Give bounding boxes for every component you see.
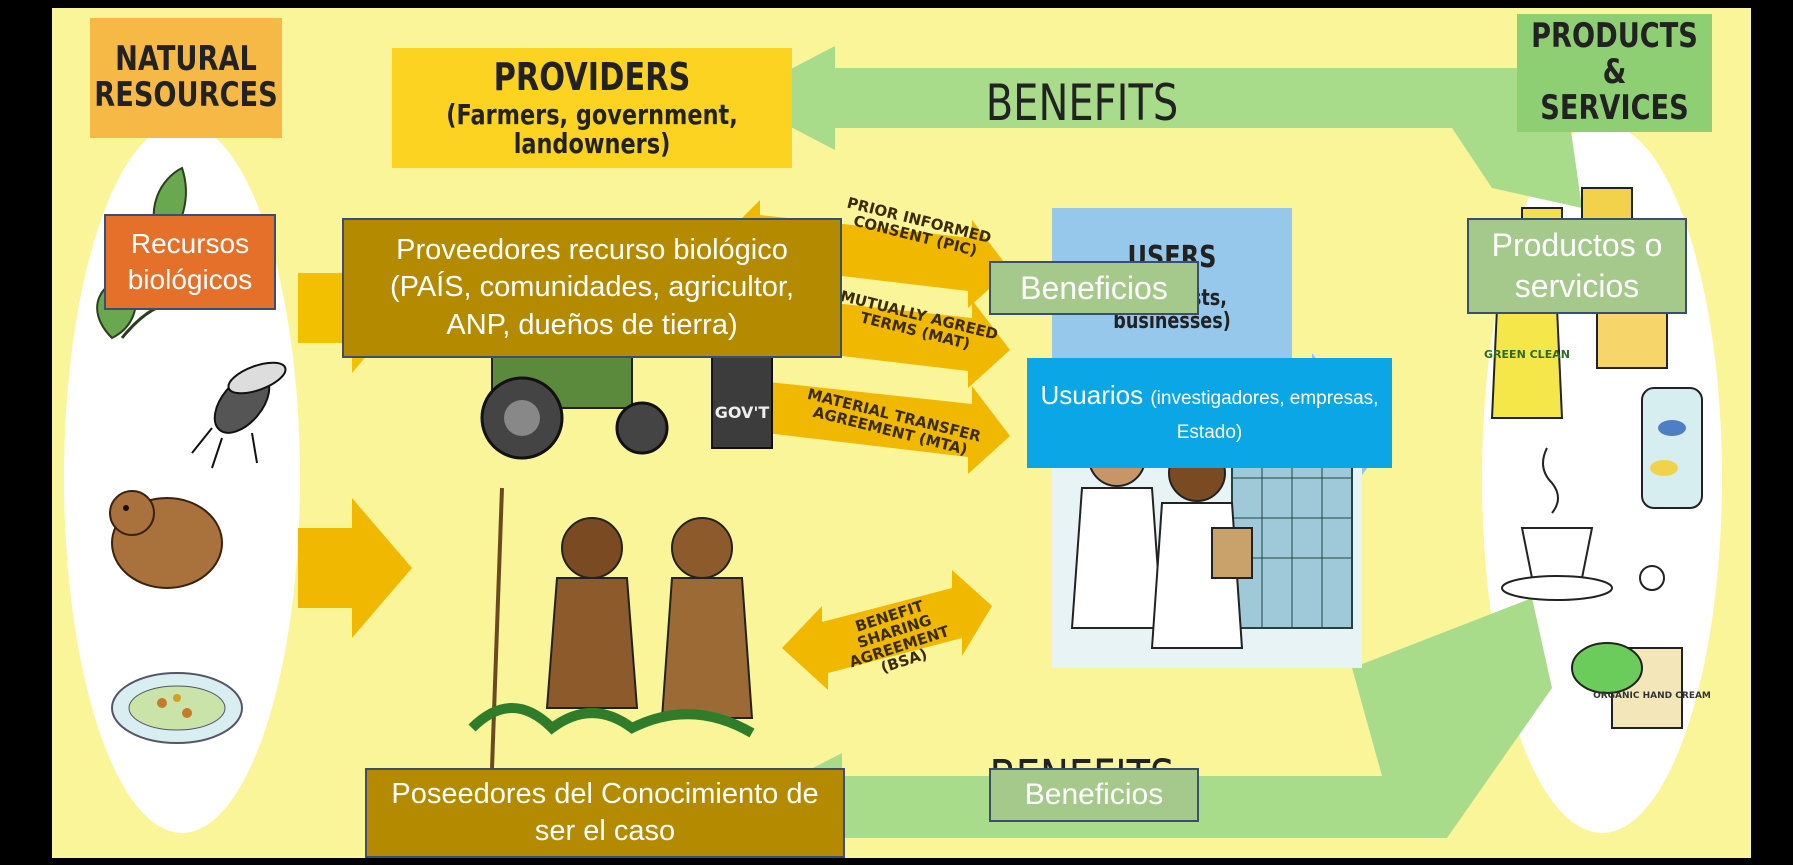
providers-bg (392, 48, 792, 168)
benefits-top-heading: BENEFITS (985, 73, 1179, 132)
productos-servicios-box: Productos o servicios (1467, 218, 1687, 314)
poseedores-box: Poseedores del Conocimiento de ser el ca… (365, 768, 845, 858)
products-services-heading: PRODUCTS & SERVICES (1531, 16, 1698, 128)
organic-label: ORGANIC HAND CREAM (1593, 691, 1711, 701)
providers-subheading: (Farmers, government, landowners) (446, 97, 738, 160)
diagram-canvas: GOV'T GREEN CLEAN ORGANIC HAND C (52, 8, 1751, 858)
providers-heading: PROVIDERS (493, 55, 691, 100)
fly-icon (191, 361, 287, 469)
govt-sign: GOV'T (715, 403, 770, 422)
recursos-biologicos-box: Recursos biológicos (104, 214, 276, 310)
petri-dish-icon (111, 672, 243, 744)
capsule-jar-icon (1641, 387, 1703, 509)
pill-icon (1639, 565, 1665, 591)
beneficios-top-box: Beneficios (989, 261, 1199, 315)
benefits-bottom-arrow-tail (1352, 598, 1552, 838)
usuarios-detail-text: (investigadores, empresas, Estado) (1150, 388, 1379, 443)
clipboard-icon (1211, 527, 1253, 579)
benefits-top-arrow (735, 46, 1522, 150)
beneficios-bottom-box: Beneficios (989, 768, 1199, 822)
green-clean-label: GREEN CLEAN (1484, 348, 1570, 361)
usuarios-box: Usuarios (investigadores, empresas, Esta… (1027, 358, 1392, 468)
mta-arrow (720, 366, 1010, 474)
resources-to-holders-arrow (298, 498, 412, 638)
usuarios-main-text: Usuarios (1040, 380, 1144, 411)
indigenous-people-icon (468, 487, 755, 769)
tea-cup-icon (1520, 527, 1594, 579)
beaver-icon (109, 490, 223, 589)
natural-resources-bg (90, 18, 282, 138)
products-bg (1517, 14, 1712, 132)
proveedores-box: Proveedores recurso biológico (PAÍS, com… (342, 218, 842, 358)
bsa-arrow (782, 570, 992, 690)
natural-resources-heading: NATURAL RESOURCES (94, 39, 278, 115)
green-clean-bottle-icon (1490, 307, 1564, 419)
